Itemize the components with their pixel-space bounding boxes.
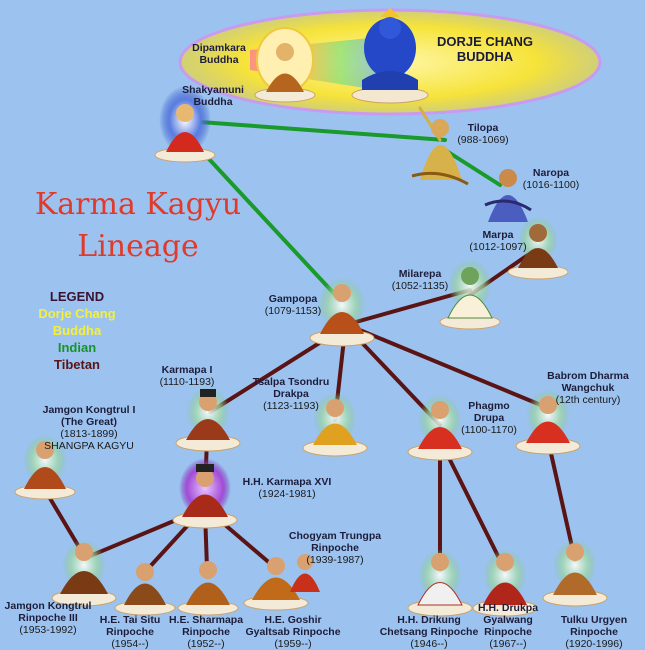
dipamkara-figure [254, 27, 316, 103]
marpa-figure [507, 216, 569, 280]
jamgon-kongtrul-i-figure [14, 434, 76, 500]
marpa-label: Marpa(1012-1097) [469, 229, 527, 253]
milarepa-label: Milarepa(1052-1135) [391, 268, 449, 292]
drikung-figure [407, 549, 473, 617]
legend-item-dorje-chang: Dorje Chang [38, 306, 116, 321]
goshir-figure [243, 557, 309, 611]
tilopa-label: Tilopa(988-1069) [457, 122, 509, 146]
tilopa-figure [411, 119, 469, 186]
tulku-urgyen-figure [542, 539, 608, 607]
shakyamuni-figure [154, 86, 216, 163]
sharmapa-figure [177, 561, 239, 616]
karmapa-i-label: Karmapa I(1110-1193) [159, 364, 215, 388]
dorje-chang-figure [351, 8, 429, 104]
legend-item-indian: Indian [57, 340, 97, 355]
dorje-chang-label: DORJE CHANG BUDDHA [436, 34, 534, 64]
chogyam-figure [290, 554, 320, 592]
naropa-label: Naropa(1016-1100) [522, 167, 580, 191]
legend: LEGEND Dorje Chang Buddha Indian Tibetan [22, 288, 132, 373]
karmapa-xvi-label: H.H. Karmapa XVI(1924-1981) [242, 476, 332, 500]
phagmo-drupa-figure [407, 394, 473, 461]
diagram-title-line2: Lineage [77, 229, 199, 264]
milarepa-figure [439, 259, 501, 330]
diagram-title-line1: Karma Kagyu [34, 187, 242, 222]
legend-item-tibetan: Tibetan [54, 357, 100, 372]
drukpa-figure [472, 549, 538, 617]
jamgon-kongtrul-i-label: Jamgon Kongtrul I(The Great)(1813-1899)S… [42, 404, 136, 452]
legend-item-buddha: Buddha [52, 323, 102, 338]
gampopa-figure [309, 277, 375, 347]
babrom-figure [515, 389, 581, 455]
karmapa-i-figure [175, 386, 241, 452]
gampopa-label: Gampopa(1079-1153) [264, 293, 322, 317]
karmapa-xvi-figure [172, 458, 238, 529]
tsalpa-figure [302, 392, 368, 457]
jamgon-kongtrul-iii-figure [51, 539, 117, 607]
tai-situ-figure [114, 563, 176, 616]
naropa-figure [484, 169, 532, 222]
legend-heading: LEGEND [49, 289, 105, 304]
